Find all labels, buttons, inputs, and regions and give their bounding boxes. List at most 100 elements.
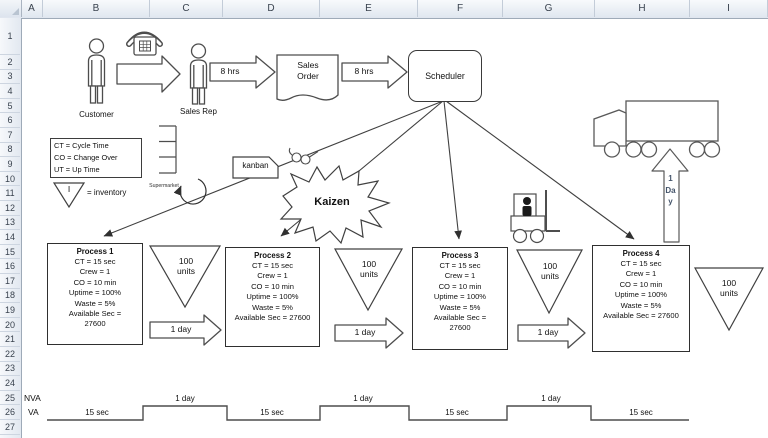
one-day-arrow-2[interactable] [334,317,404,349]
inventory-triangle-1[interactable] [148,245,222,309]
select-all-corner[interactable] [0,0,22,17]
row-header-21[interactable]: 21 [0,332,20,347]
supermarket-label: Supermarket [149,183,179,189]
eight-hrs-arrow-2[interactable] [341,55,408,89]
row-header-24[interactable]: 24 [0,376,20,391]
row-header-16[interactable]: 16 [0,259,20,274]
row-header-6[interactable]: 6 [0,113,20,128]
row-header-8[interactable]: 8 [0,143,20,158]
inventory-triangle-4[interactable] [693,267,765,332]
row-header-4[interactable]: 4 [0,84,20,99]
row-header-14[interactable]: 14 [0,230,20,245]
sales-order-label: Sales Order [297,60,319,81]
scheduler-box[interactable]: Scheduler [408,50,482,102]
nva-label: NVA [24,393,41,403]
column-header-F[interactable]: F [418,0,503,17]
column-header-G[interactable]: G [503,0,595,17]
timeline-va-label: 15 sec [445,408,469,417]
line-scheduler-process3[interactable] [443,100,462,240]
row-header-13[interactable]: 13 [0,216,20,231]
row-header-7[interactable]: 7 [0,128,20,143]
one-day-label-3: 1 day [537,327,559,337]
process-body: CT = 15 sec Crew = 1 CO = 10 min Uptime … [603,259,679,321]
column-header-C[interactable]: C [150,0,223,17]
customer-person-icon[interactable] [87,38,106,104]
customer-to-salesrep-arrow[interactable] [116,55,181,93]
salesrep-person-icon[interactable] [189,43,208,105]
phone-icon[interactable] [126,31,163,56]
withdrawal-loop-icon[interactable] [173,178,207,205]
inventory-triangle-3[interactable] [516,249,583,315]
column-header-I[interactable]: I [690,0,768,17]
inventory-label-2: 100 units [360,259,378,279]
column-header-H[interactable]: H [595,0,690,17]
shipping-arrow[interactable] [651,148,689,243]
line-scheduler-process4[interactable] [445,100,635,240]
kanban-card[interactable] [232,156,279,179]
row-header-17[interactable]: 17 [0,274,20,289]
row-header-3[interactable]: 3 [0,70,20,85]
one-day-arrow-3[interactable] [517,317,586,349]
column-header-E[interactable]: E [320,0,418,17]
timeline-nva-label: 1 day [353,394,373,403]
process-body: CT = 15 sec Crew = 1 CO = 10 min Uptime … [68,257,122,329]
eight-hrs-label-2: 8 hrs [354,66,374,76]
row-header-11[interactable]: 11 [0,186,20,201]
row-header-20[interactable]: 20 [0,318,20,333]
process-title: Process 3 [441,251,479,260]
inventory-legend-triangle[interactable] [52,182,86,209]
row-header-27[interactable]: 27 [0,420,20,435]
timeline-va-label: 15 sec [260,408,284,417]
one-day-label-2: 1 day [354,327,376,337]
row-header-9[interactable]: 9 [0,157,20,172]
timeline-ladder[interactable] [47,405,689,421]
row-header-18[interactable]: 18 [0,289,20,304]
forklift-icon[interactable] [510,190,560,244]
truck-icon[interactable] [593,100,721,158]
glasses-icon[interactable] [288,147,319,165]
legend-box[interactable]: CT = Cycle Time CO = Change Over UT = Up… [50,138,142,178]
customer-label: Customer [79,110,114,119]
timeline-nva-label: 1 day [541,394,561,403]
kaizen-label: Kaizen [314,196,350,208]
row-header-25[interactable]: 25 [0,391,20,406]
row-header-23[interactable]: 23 [0,362,20,377]
row-header-15[interactable]: 15 [0,245,20,260]
row-header-12[interactable]: 12 [0,201,20,216]
scheduler-label: Scheduler [425,71,465,81]
kanban-label: kanban [242,161,269,170]
row-header-2[interactable]: 2 [0,55,20,70]
column-header-B[interactable]: B [43,0,150,17]
sales-order-document[interactable] [276,54,339,101]
timeline-va-label: 15 sec [85,408,109,417]
eight-hrs-label-1: 8 hrs [220,66,240,76]
inventory-label-1: 100 units [177,256,195,276]
row-header-22[interactable]: 22 [0,347,20,362]
row-header-1[interactable]: 1 [0,18,20,55]
shipping-arrow-label: 1 Day [665,174,676,206]
one-day-label-1: 1 day [170,324,192,334]
process-body: CT = 15 sec Crew = 1 CO = 10 min Uptime … [234,261,311,323]
inventory-legend-label: = inventory [87,188,127,197]
row-header-19[interactable]: 19 [0,303,20,318]
legend-line-1: CT = Cycle Time [54,141,109,150]
column-header-A[interactable]: A [21,0,43,17]
timeline-va-label: 15 sec [629,408,653,417]
salesrep-label: Sales Rep [180,107,217,116]
kaizen-burst[interactable] [279,164,391,245]
column-header-D[interactable]: D [223,0,320,17]
inventory-triangle-2[interactable] [333,248,404,312]
eight-hrs-arrow-1[interactable] [209,55,276,89]
supermarket-icon[interactable] [159,125,177,174]
row-header-5[interactable]: 5 [0,99,20,114]
row-header-26[interactable]: 26 [0,405,20,420]
one-day-arrow-1[interactable] [149,314,222,346]
row-header-10[interactable]: 10 [0,172,20,187]
